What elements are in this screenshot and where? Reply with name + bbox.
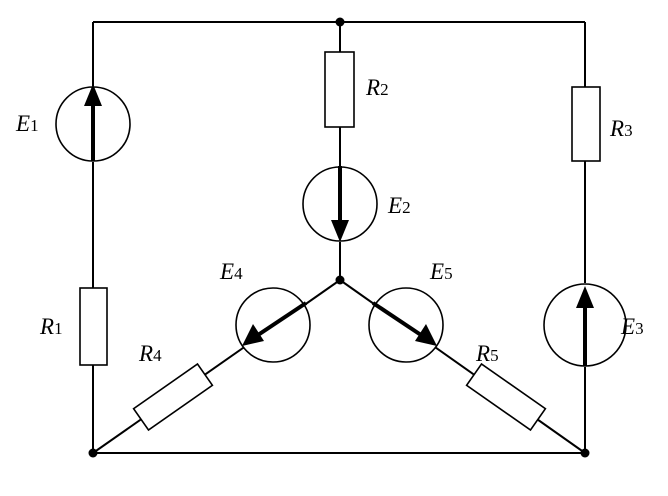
resistor-r3 bbox=[571, 86, 601, 162]
label-e4: E4 bbox=[219, 259, 243, 284]
source-e2 bbox=[302, 166, 378, 242]
label-e3: E3 bbox=[620, 314, 644, 339]
label-r5: R5 bbox=[475, 341, 499, 366]
source-e4 bbox=[235, 287, 311, 363]
node-star bbox=[335, 275, 345, 285]
node-top bbox=[335, 17, 345, 27]
label-r1: R1 bbox=[39, 314, 63, 339]
label-e5: E5 bbox=[429, 259, 453, 284]
source-e5 bbox=[368, 287, 444, 363]
source-e3 bbox=[543, 283, 627, 367]
resistor-r2 bbox=[324, 51, 355, 128]
source-e1 bbox=[55, 84, 131, 162]
label-r4: R4 bbox=[138, 341, 162, 366]
node-bottom-left bbox=[88, 448, 98, 458]
label-r3: R3 bbox=[609, 116, 633, 141]
label-e2: E2 bbox=[387, 193, 411, 218]
resistor-r1 bbox=[79, 287, 108, 366]
label-r2: R2 bbox=[365, 75, 389, 100]
node-bottom-right bbox=[580, 448, 590, 458]
resistor-r5 bbox=[465, 362, 547, 432]
label-e1: E1 bbox=[15, 111, 39, 136]
resistor-r4 bbox=[132, 362, 214, 432]
